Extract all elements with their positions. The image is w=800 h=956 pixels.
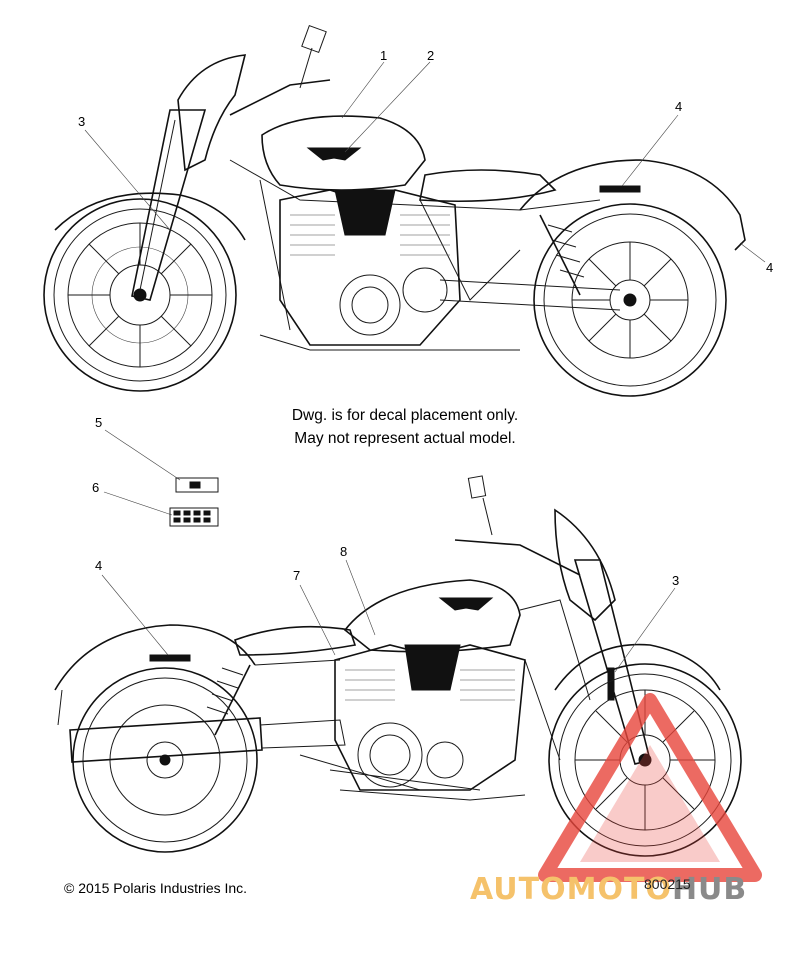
fuel-tank-top: [261, 115, 426, 191]
rear-fender-decal-top: [599, 185, 641, 193]
callout-5: 5: [95, 415, 102, 430]
decal-items-middle: 5 6: [92, 415, 219, 527]
front-fork-top: [131, 109, 207, 301]
callout-6: 6: [92, 480, 99, 495]
tank-logo-decal-top: [306, 147, 362, 161]
callout-4-bottom: 4: [95, 558, 102, 573]
front-wheel-top: [43, 192, 246, 392]
decal-6-label: [169, 507, 219, 527]
callout-2-top: 2: [427, 48, 434, 63]
watermark-text-secondary: HUB: [671, 872, 748, 907]
front-fender-bottom: [554, 643, 721, 691]
engine-top: [279, 189, 461, 346]
callout-8-bottom: 8: [340, 544, 347, 559]
engine-bottom: [334, 644, 526, 791]
note-line-2: May not represent actual model.: [294, 430, 516, 447]
rear-fender-top: [519, 159, 746, 251]
rear-wheel-top: [533, 203, 727, 397]
callout-4b-top: 4: [766, 260, 773, 275]
watermark-logo: AUTOMOTOHUB: [470, 872, 747, 907]
note-line-1: Dwg. is for decal placement only.: [291, 407, 519, 424]
watermark-text-primary: AUTOMOTO: [470, 872, 672, 907]
callouts-top: 1 2 3 4 4: [78, 48, 773, 275]
callouts-bottom: 4 7 8 3: [95, 544, 679, 673]
callout-7-bottom: 7: [293, 568, 300, 583]
fuel-tank-bottom: [343, 579, 521, 653]
decal-5-label: [175, 477, 219, 493]
callout-3-bottom: 3: [672, 573, 679, 588]
watermark-triangle: [538, 693, 762, 882]
exhaust-bottom: [69, 717, 263, 763]
callout-3-top: 3: [78, 114, 85, 129]
copyright-text: © 2015 Polaris Industries Inc.: [64, 880, 248, 896]
motorcycle-top-view: [43, 24, 746, 397]
fairing-bottom: [554, 508, 616, 622]
seat-bottom: [233, 625, 357, 656]
callout-1-top: 1: [380, 48, 387, 63]
seat-top: [419, 169, 557, 203]
fairing-top: [177, 54, 247, 172]
tank-logo-decal-bottom: [438, 597, 494, 611]
drawing-number: 800215: [644, 876, 691, 892]
callout-4a-top: 4: [675, 99, 682, 114]
rear-fender-decal-bottom: [149, 654, 191, 662]
rear-wheel-bottom: [72, 667, 258, 853]
fork-decal-bottom: [607, 667, 615, 701]
